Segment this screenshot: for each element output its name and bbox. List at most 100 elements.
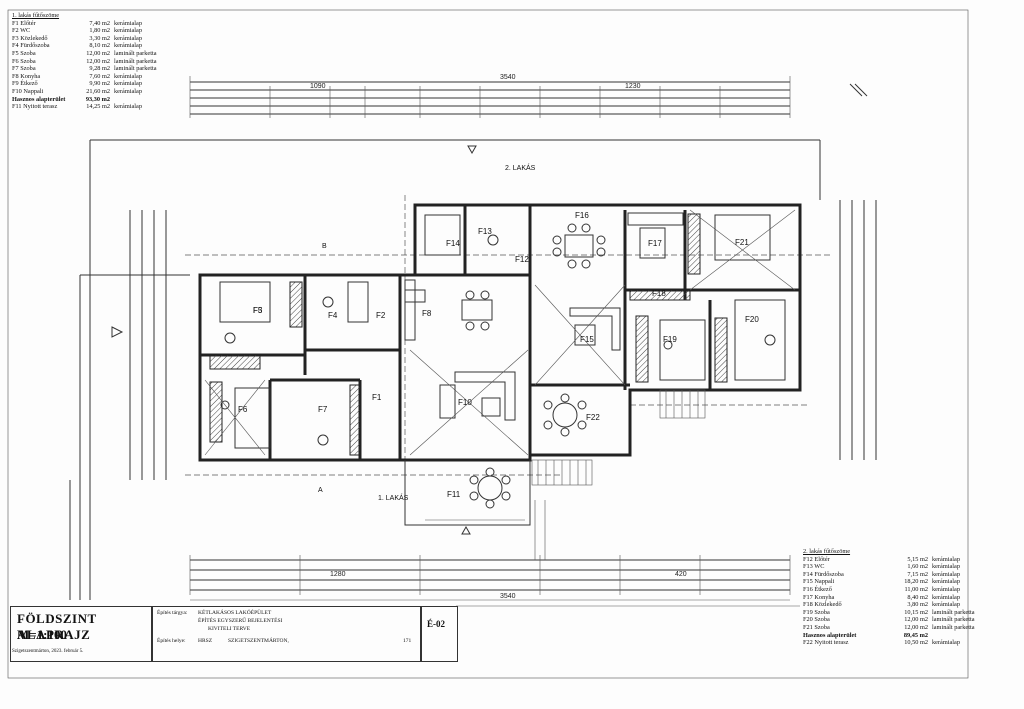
schedule-1-floor: laminált parketta — [114, 49, 157, 57]
sheet-border — [7, 9, 969, 679]
entrance-marker-bottom — [461, 525, 471, 535]
schedule-1-floor: kerámialap — [114, 34, 142, 42]
room-label-f6: F6 — [238, 405, 248, 414]
room-label-f4: F4 — [328, 311, 338, 320]
schedule-2-area: 3,80 m2 — [907, 601, 928, 609]
schedule-2-area: 10,15 m2 — [904, 608, 928, 616]
drawing-scale: M=1:100 — [17, 627, 68, 642]
schedule-2-floor: kerámialap — [932, 555, 960, 563]
schedule-1-area: 1,80 m2 — [89, 27, 110, 35]
schedule-1-area: 21,60 m2 — [86, 87, 110, 95]
project-info-block: Építés tárgya: KÉTLAKÁSOS LAKÓÉPÜLET ÉPÍ… — [152, 606, 422, 662]
schedule-2-area: 12,00 m2 — [904, 623, 928, 631]
schedule-1-floor: kerámialap — [114, 80, 142, 88]
room-label-f21: F21 — [735, 238, 749, 247]
schedule-1-row: F5 Szoba 12,00 m2 laminált parketta — [12, 50, 157, 58]
right-dimensions — [839, 200, 877, 460]
schedule-1-area: 9,28 m2 — [89, 65, 110, 73]
schedule-1-area: 8,10 m2 — [89, 42, 110, 50]
schedule-1-name: F1 Előtér — [12, 19, 36, 27]
room-label-f19: F19 — [663, 335, 677, 344]
drawing-title: FÖLDSZINT ALAPRAJZ — [17, 611, 97, 642]
sheet-code-block: É-02 — [420, 606, 458, 662]
schedule-2-header: 2. lakás fűtőszöme — [803, 548, 851, 555]
schedule-1-area: 12,00 m2 — [86, 57, 110, 65]
room-label-f1: F1 — [372, 393, 382, 402]
schedule-2-name: F21 Szoba — [803, 623, 830, 631]
schedule-1-name: F7 Szoba — [12, 65, 36, 73]
room-diagonals — [204, 209, 796, 456]
room-label-f5: F5 — [253, 306, 263, 315]
project-line-3: KIVITELI TERVE — [208, 626, 251, 632]
schedule-1-area: 12,00 m2 — [86, 49, 110, 57]
schedule-2-name: F20 Szoba — [803, 616, 830, 624]
north-arrow — [849, 83, 868, 97]
schedule-1-name: F8 Konyha — [12, 72, 41, 80]
schedule-2-total: Hasznos alapterület 89,45 m2 — [803, 631, 928, 639]
location-number: 171 — [403, 638, 412, 644]
dimension-text: 3540 — [500, 593, 516, 600]
room-label-f10: F10 — [458, 398, 472, 407]
schedule-2-area: 8,40 m2 — [907, 593, 928, 601]
schedule-1-header: 1. lakás fűtőszöme — [12, 12, 60, 19]
schedule-1-total: Hasznos alapterület 93,30 m2 — [12, 95, 110, 103]
entrance-marker-left — [111, 326, 124, 338]
dimension-text: 3540 — [500, 74, 516, 81]
schedule-2-area: 12,00 m2 — [904, 616, 928, 624]
project-line-1: KÉTLAKÁSOS LAKÓÉPÜLET — [198, 610, 272, 616]
schedule-1-name: F2 WC — [12, 27, 31, 35]
schedule-2-floor: kerámialap — [932, 601, 960, 609]
left-dimensions — [129, 210, 167, 480]
room-label-f3: F3 — [253, 306, 263, 315]
schedule-2-floor: laminált parkettа — [932, 623, 975, 631]
section-a-marker: A — [318, 487, 323, 494]
schedule-1-terrace: F11 Nyitott terasz 14,25 m2 kerámialap — [12, 103, 142, 111]
top-dimensions — [189, 76, 791, 118]
project-label: Építés tárgya: — [157, 610, 188, 616]
dimension-text: 420 — [675, 571, 687, 578]
terrace-outline — [404, 460, 531, 526]
dimension-text: 1280 — [330, 571, 346, 578]
hatched-elements — [209, 213, 728, 456]
schedule-2-name: F16 Étkező — [803, 585, 832, 593]
schedule-1-floor: kerámialap — [114, 19, 142, 27]
schedule-2-name: F15 Nappali — [803, 578, 835, 586]
schedule-1-area: 3,30 m2 — [89, 34, 110, 42]
schedule-2-name: F17 Konyha — [803, 593, 835, 601]
room-label-f16: F16 — [575, 211, 589, 220]
schedule-2-floor: laminált parkettа — [932, 616, 975, 624]
schedule-2-floor: laminált parkettа — [932, 608, 975, 616]
schedule-1-floor: kerámialap — [114, 72, 142, 80]
schedule-2-name: F13 WC — [803, 563, 825, 571]
schedule-2-name: F14 Fürdőszoba — [803, 570, 844, 578]
room-label-f8: F8 — [422, 309, 432, 318]
furniture — [219, 212, 786, 509]
schedule-1-floor: kerámialap — [114, 42, 142, 50]
schedule-1-name: F10 Nappali — [12, 87, 44, 95]
room-label-f12: F12 — [515, 255, 529, 264]
schedule-2-terrace: F22 Nyitott terasz 10,50 m2 kerámialap — [803, 639, 960, 647]
schedule-2-area: 7,15 m2 — [907, 570, 928, 578]
schedule-1-name: F4 Fürdőszoba — [12, 42, 50, 50]
schedule-2-row: F21 Szoba 12,00 m2 laminált parkettа — [803, 624, 975, 632]
schedule-1-name: F5 Szoba — [12, 49, 36, 57]
schedule-2-name: F12 Előtér — [803, 555, 830, 563]
schedule-2-floor: kerámialap — [932, 585, 960, 593]
schedule-2-area: 18,20 m2 — [904, 578, 928, 586]
room-label-f14: F14 — [446, 239, 460, 248]
